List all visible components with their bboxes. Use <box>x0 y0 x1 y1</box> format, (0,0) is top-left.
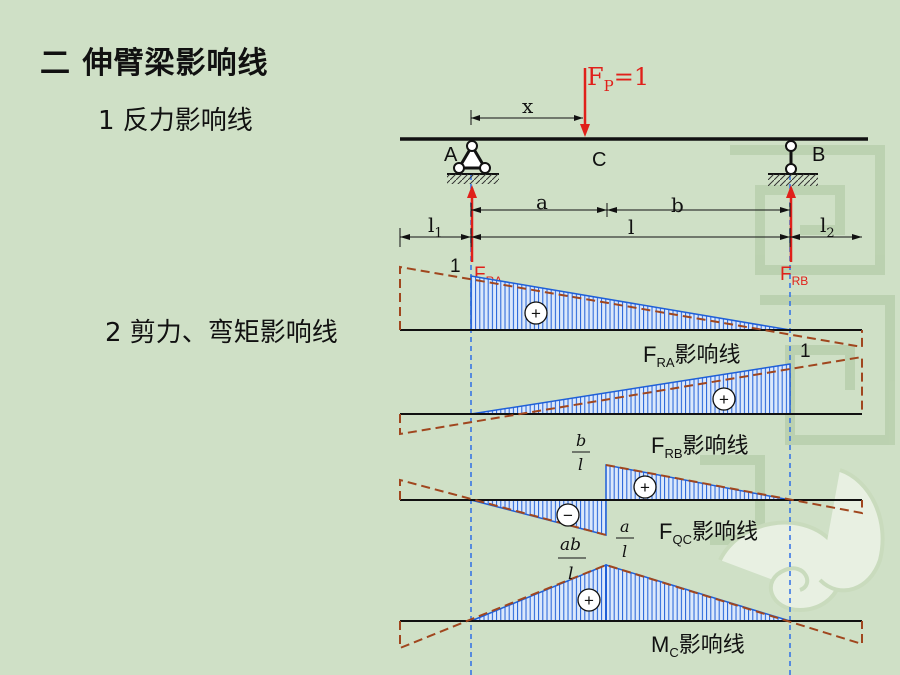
dim-a-label: a <box>536 190 548 214</box>
fra-title: FRA影响线 <box>643 342 741 370</box>
load-arrowhead <box>580 124 590 137</box>
frb-title: FRB影响线 <box>651 433 749 461</box>
support-a <box>447 140 499 184</box>
fra-sign: + <box>531 304 541 323</box>
frb-sign-circle <box>712 387 736 411</box>
dim-l2-arrow-left <box>790 234 800 240</box>
fqc-influence-line <box>399 464 863 536</box>
load-label: FP=1 <box>587 63 649 95</box>
fqc-pos-sign: + <box>640 478 650 497</box>
mc-title: MC影响线 <box>651 632 745 660</box>
frb-influence-line <box>399 355 863 436</box>
support-b <box>768 140 818 186</box>
subtitle-reaction: 1 反力影响线 <box>98 106 253 136</box>
mc-sign-circle <box>577 588 601 612</box>
dim-l2-label: l2 <box>820 213 835 241</box>
dim-l-label: l <box>628 215 634 239</box>
fqc-ordinate-b-den: l <box>578 455 583 474</box>
fra-ordinate-label: 1 <box>450 256 461 277</box>
slide-title: 二 伸臂梁影响线 <box>40 46 269 81</box>
frb-ordinate-label: 1 <box>800 341 811 362</box>
fqc-ordinate-b-num: b <box>576 431 586 450</box>
dim-a-arrow-right <box>597 207 607 213</box>
fqc-ordinate-a-den: l <box>622 542 627 561</box>
reaction-a-arrowhead <box>467 185 477 198</box>
dim-b-arrow-left <box>607 207 617 213</box>
fqc-ordinate-a-num: a <box>620 517 630 536</box>
label-b: B <box>812 144 825 166</box>
dim-b-label: b <box>671 193 684 217</box>
dim-l1-arrow-left <box>400 234 410 240</box>
label-a: A <box>444 144 458 166</box>
frb-sign: + <box>719 390 729 409</box>
label-c: C <box>592 149 606 171</box>
fra-influence-line <box>399 265 863 349</box>
fqc-neg-sign-circle <box>556 503 580 527</box>
dim-l2-arrow-right <box>852 234 862 240</box>
dim-l-arrow-left <box>471 234 481 240</box>
fqc-pos-sign-circle <box>633 475 657 499</box>
dim-l1-label: l1 <box>428 213 443 241</box>
fqc-neg-sign: − <box>563 506 573 525</box>
x-label: x <box>522 94 534 118</box>
mc-ordinate-den: l <box>568 564 573 584</box>
fra-sign-circle <box>524 301 548 325</box>
dim-l1-arrow-right <box>461 234 471 240</box>
dim-b-arrow-right <box>780 207 790 213</box>
fqc-title: FQC影响线 <box>659 519 758 547</box>
mc-influence-line <box>399 563 863 650</box>
reaction-b-arrowhead <box>786 185 796 198</box>
dim-l-arrow-right <box>780 234 790 240</box>
mc-ordinate-num: ab <box>560 535 581 555</box>
subtitle-shear-moment: 2 剪力、弯矩影响线 <box>105 318 338 348</box>
mc-sign: + <box>584 591 594 610</box>
x-dimension-arrow-right <box>574 115 583 121</box>
x-dimension-arrow-left <box>471 115 480 121</box>
dim-a-arrow-left <box>471 207 481 213</box>
reaction-b-label: FRB <box>780 264 808 288</box>
